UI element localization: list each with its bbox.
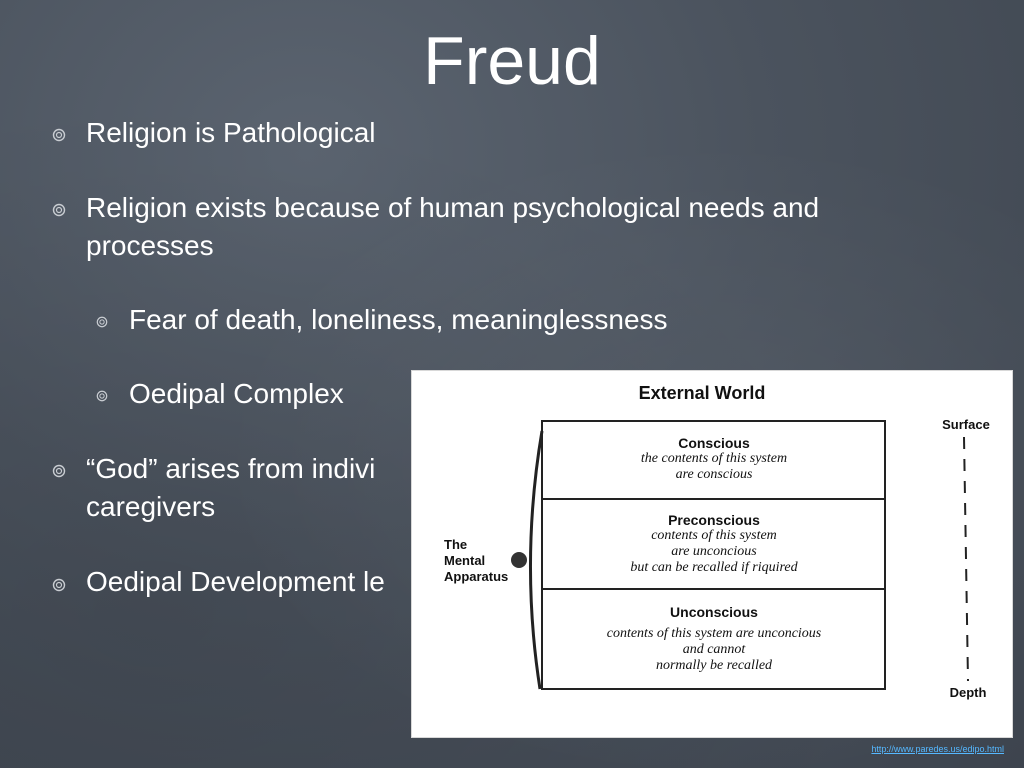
diagram-shapes xyxy=(511,420,969,690)
depth-label: Depth xyxy=(949,685,987,700)
sub-bullet-item: Fear of death, loneliness, meaninglessne… xyxy=(129,301,889,339)
bullet-item: Oedipal Development le xyxy=(86,563,416,601)
mental-apparatus-label-line: Apparatus xyxy=(444,569,509,584)
bullet-text: Religion exists because of human psychol… xyxy=(86,192,820,261)
layer-description-line: and cannot xyxy=(682,642,746,657)
layer-description-line: the contents of this system xyxy=(640,451,788,466)
unconscious-layer-text: Unconscious contents of this system are … xyxy=(544,604,884,674)
mental-apparatus-diagram: External World Surface Depth The Mental … xyxy=(411,370,1013,738)
preconscious-layer-text: Preconscious contents of this system are… xyxy=(544,512,884,576)
mental-apparatus-label-line: The xyxy=(444,537,468,552)
unconscious-layer-box xyxy=(541,588,886,690)
layer-name: Unconscious xyxy=(670,604,758,620)
bullet-item: Religion exists because of human psychol… xyxy=(86,189,876,265)
bullet-spiral-icon xyxy=(52,464,66,478)
sub-bullet-spiral-icon xyxy=(96,316,108,328)
layer-description-line: are unconcious xyxy=(671,544,757,559)
mental-apparatus-label: The Mental Apparatus xyxy=(444,537,524,585)
slide-title: Freud xyxy=(423,23,601,99)
bullet-text: Fear of death, loneliness, meaninglessne… xyxy=(129,304,668,335)
layer-name: Preconscious xyxy=(668,512,760,528)
mental-apparatus-dot xyxy=(511,552,527,568)
bullet-text: Oedipal Development le xyxy=(86,566,385,597)
source-link[interactable]: http://www.paredes.us/edipo.html xyxy=(871,744,1004,754)
sub-bullet-item: Oedipal Complex xyxy=(129,375,409,413)
layer-description-line: normally be recalled xyxy=(655,658,773,673)
surface-depth-dashed-line xyxy=(963,436,969,682)
layer-description-line: but can be recalled if riquired xyxy=(630,560,798,575)
surface-label: Surface xyxy=(942,417,990,432)
bullet-text: “God” arises from indivi caregivers xyxy=(86,453,376,522)
conscious-layer-text: Conscious the contents of this system ar… xyxy=(544,435,884,483)
bullet-spiral-icon xyxy=(52,203,66,217)
layer-name: Conscious xyxy=(678,435,750,451)
mental-apparatus-label-line: Mental xyxy=(444,553,486,568)
bullet-spiral-icon xyxy=(52,578,66,592)
bullet-text: Oedipal Complex xyxy=(129,378,344,409)
bullet-spiral-icon xyxy=(52,128,66,142)
mental-apparatus-bracket xyxy=(528,430,544,690)
bullet-item: “God” arises from indivi caregivers xyxy=(86,450,416,526)
bullet-text: Religion is Pathological xyxy=(86,117,376,148)
bullet-item: Religion is Pathological xyxy=(86,114,886,152)
layer-description-line: are conscious xyxy=(675,467,753,482)
external-world-label: External World xyxy=(638,383,766,403)
layer-description-line: contents of this system xyxy=(651,528,777,543)
sub-bullet-spiral-icon xyxy=(96,390,108,402)
layer-description-line: contents of this system are unconcious xyxy=(606,626,822,641)
